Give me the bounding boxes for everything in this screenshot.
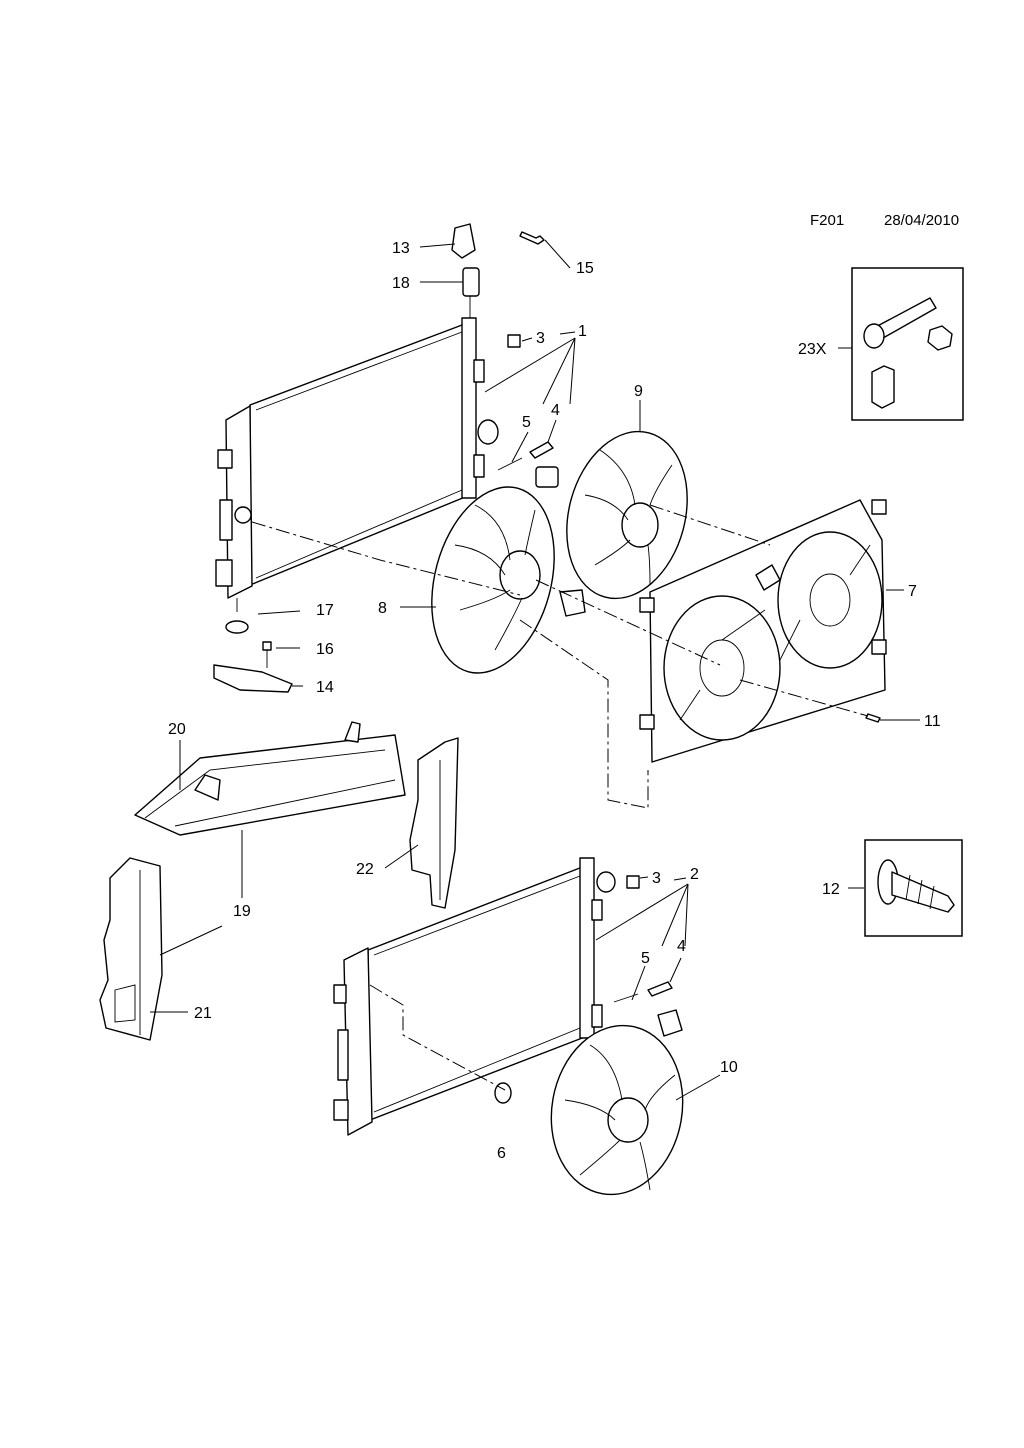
callout-5-upper: 5 xyxy=(522,414,531,431)
callout-15: 15 xyxy=(576,260,594,277)
fan-blade-10 xyxy=(550,1009,684,1196)
air-guide-upper xyxy=(134,721,406,836)
callout-23x: 23X xyxy=(798,341,827,358)
leader-lines xyxy=(150,239,920,1101)
callout-19: 19 xyxy=(233,903,251,920)
callout-4-lower: 4 xyxy=(677,938,686,955)
side-panel-21 xyxy=(99,857,163,1041)
callout-labels: 1 2 3 3 4 4 5 5 6 7 8 9 10 11 12 13 14 1… xyxy=(168,240,941,1162)
radiator-upper xyxy=(215,317,499,612)
callout-3-lower: 3 xyxy=(652,870,661,887)
fan-blade-8 xyxy=(431,466,586,674)
lower-mounts xyxy=(213,620,293,693)
detail-box-12 xyxy=(864,839,963,937)
diagram-date: 28/04/2010 xyxy=(884,212,959,229)
callout-10: 10 xyxy=(720,1059,738,1076)
callout-13: 13 xyxy=(392,240,410,257)
upper-small-parts xyxy=(497,334,554,471)
callout-21: 21 xyxy=(194,1005,212,1022)
diagram-code: F201 xyxy=(810,212,844,229)
side-panel-22 xyxy=(409,737,459,909)
callout-9: 9 xyxy=(634,383,643,400)
callout-18: 18 xyxy=(392,275,410,292)
callout-6: 6 xyxy=(497,1145,506,1162)
callout-7: 7 xyxy=(908,583,917,600)
lower-small-parts xyxy=(494,875,673,1104)
screw-11 xyxy=(865,713,881,723)
callout-3-upper: 3 xyxy=(536,330,545,347)
assembly-lines xyxy=(251,504,869,1091)
callout-16: 16 xyxy=(316,641,334,658)
radiator-lower xyxy=(333,857,616,1136)
callout-22: 22 xyxy=(356,861,374,878)
upper-bracket xyxy=(451,223,545,318)
detail-box-23x xyxy=(851,267,964,421)
callout-14: 14 xyxy=(316,679,334,696)
callout-17: 17 xyxy=(316,602,334,619)
callout-8: 8 xyxy=(378,600,387,617)
callout-2: 2 xyxy=(690,866,699,883)
callout-5-lower: 5 xyxy=(641,950,650,967)
fan-blade-9 xyxy=(566,430,688,600)
callout-4-upper: 4 xyxy=(551,402,560,419)
callout-11: 11 xyxy=(924,713,941,730)
callout-20: 20 xyxy=(168,721,186,738)
callout-12: 12 xyxy=(822,881,840,898)
fan-shroud xyxy=(639,499,887,763)
callout-1: 1 xyxy=(578,323,587,340)
